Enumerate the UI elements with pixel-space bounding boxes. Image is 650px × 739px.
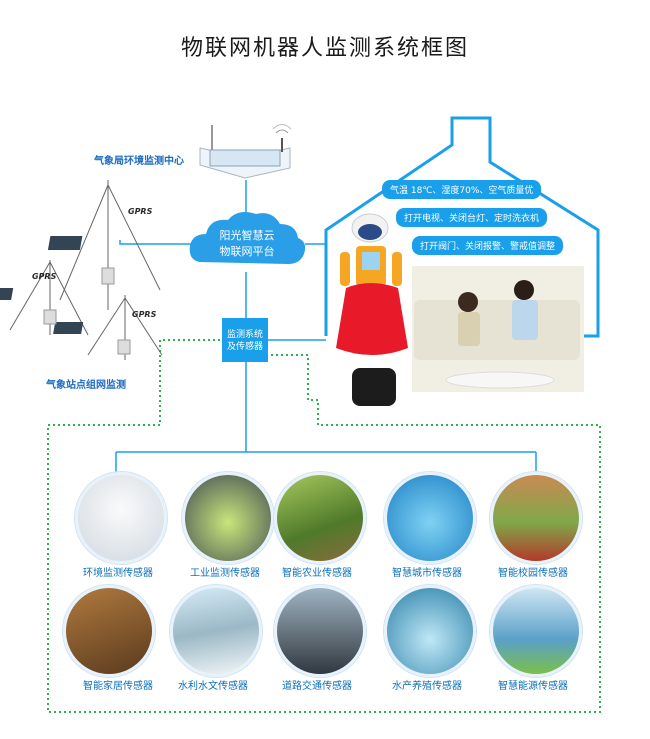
sensor-agriculture-label: 智能农业传感器 bbox=[282, 568, 352, 579]
sensor-traffic-label: 道路交通传感器 bbox=[282, 681, 352, 692]
sensor-environment-label: 环境监测传感器 bbox=[83, 568, 153, 579]
monitor-line-2: 及传感器 bbox=[226, 342, 263, 352]
sensor-energy: 智慧能源传感器 bbox=[490, 585, 588, 692]
monitor-box-label: 监测系统 及传感器 bbox=[222, 329, 268, 353]
sensor-agriculture-image bbox=[274, 472, 366, 564]
sensor-city-label: 智慧城市传感器 bbox=[392, 568, 462, 579]
sensor-campus: 智能校园传感器 bbox=[490, 472, 588, 579]
sensor-traffic-image bbox=[274, 585, 366, 677]
cloud-line-1: 阳光智慧云 bbox=[219, 229, 275, 242]
robot bbox=[336, 213, 408, 406]
diagram-title: 物联网机器人监测系统框图 bbox=[180, 36, 469, 61]
gprs-label-1: GPRS bbox=[128, 207, 153, 216]
sensor-city-image bbox=[384, 472, 476, 564]
sensor-energy-label: 智慧能源传感器 bbox=[498, 681, 568, 692]
sensor-agriculture: 智能农业传感器 bbox=[274, 472, 372, 579]
sensor-industrial-image bbox=[182, 472, 274, 564]
bubble-alarm: 打开阀门、关闭报警、警戒值调整 bbox=[412, 236, 564, 255]
sensor-industrial-label: 工业监测传感器 bbox=[190, 568, 260, 579]
station-boxes bbox=[43, 267, 131, 355]
gprs-label-2: GPRS bbox=[32, 272, 57, 281]
sensor-campus-label: 智能校园传感器 bbox=[498, 568, 568, 579]
living-room-scene bbox=[412, 266, 584, 392]
sensor-home: 智能家居传感器 bbox=[63, 585, 173, 692]
house-outline bbox=[324, 116, 600, 338]
sensor-aquaculture-image bbox=[384, 585, 476, 677]
sensor-traffic: 道路交通传感器 bbox=[274, 585, 372, 692]
cloud-line-2: 物联网平台 bbox=[219, 245, 275, 258]
cloud-shape bbox=[189, 212, 306, 264]
monitor-box-shape bbox=[222, 318, 268, 362]
bubble-environment: 气温 18℃、湿度70%、空气质量优 bbox=[382, 180, 542, 199]
sensor-environment: 环境监测传感器 bbox=[63, 472, 173, 579]
sensor-campus-image bbox=[490, 472, 582, 564]
gprs-label-3: GPRS bbox=[132, 310, 157, 319]
solar-panels bbox=[0, 236, 84, 334]
station-label: 气象站点组网监测 bbox=[46, 380, 126, 391]
sensor-industrial: 工业监测传感器 bbox=[170, 472, 280, 579]
cloud-platform-label: 阳光智慧云 物联网平台 bbox=[192, 228, 302, 260]
sensor-city: 智慧城市传感器 bbox=[384, 472, 482, 579]
dotted-boundary bbox=[47, 339, 601, 713]
monitor-line-1: 监测系统 bbox=[226, 330, 263, 340]
bubble-appliance: 打开电视、关闭台灯、定时洗衣机 bbox=[396, 208, 548, 227]
monitoring-center-building bbox=[199, 124, 292, 179]
sensor-home-image bbox=[63, 585, 155, 677]
sensor-hydrology-image bbox=[170, 585, 262, 677]
sensor-aquaculture: 水产养殖传感器 bbox=[384, 585, 482, 692]
sensor-environment-image bbox=[75, 472, 167, 564]
center-label: 气象局环境监测中心 bbox=[94, 156, 184, 167]
sensor-hydrology: 水利水文传感器 bbox=[170, 585, 268, 692]
sensor-energy-image bbox=[490, 585, 582, 677]
sensor-hydrology-label: 水利水文传感器 bbox=[178, 681, 248, 692]
cloud-to-stations bbox=[119, 240, 193, 245]
sensor-home-label: 智能家居传感器 bbox=[83, 681, 153, 692]
sensor-aquaculture-label: 水产养殖传感器 bbox=[392, 681, 462, 692]
